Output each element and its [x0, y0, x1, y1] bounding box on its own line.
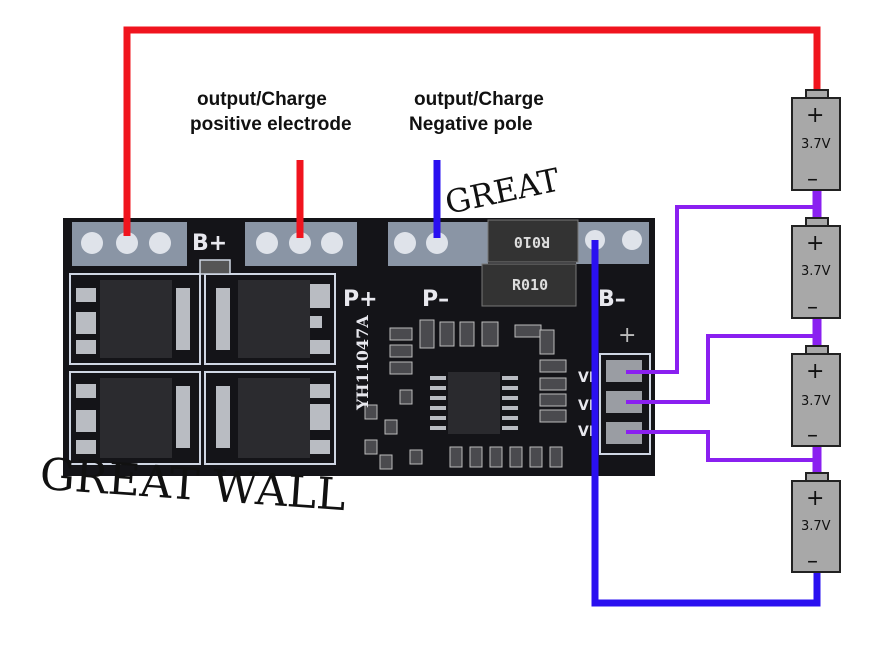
small-resistor	[199, 259, 231, 275]
balance-pad-3	[606, 422, 642, 444]
svg-text:+: +	[806, 103, 824, 128]
svg-text:–: –	[807, 423, 818, 448]
shunt-resistor-2: R010	[481, 263, 577, 307]
balance-pad-2	[606, 391, 642, 413]
balance-label-1: VI	[578, 370, 594, 386]
silk-bminus: B–	[598, 287, 626, 312]
svg-text:–: –	[807, 167, 818, 192]
balance-label-2: VI	[578, 398, 594, 414]
balance-wire-2	[626, 334, 817, 404]
cross-marker: +	[618, 323, 636, 348]
battery-3: + 3.7V –	[791, 345, 841, 448]
watermark-great: GREAT	[442, 160, 564, 221]
svg-text:+: +	[806, 359, 824, 384]
protection-ic	[448, 372, 500, 434]
negative-label-line1: output/Charge	[414, 89, 544, 110]
svg-text:3.7V: 3.7V	[801, 264, 831, 279]
positive-label-line1: output/Charge	[197, 89, 327, 110]
balance-wire-1	[626, 205, 817, 374]
bms-board: R010 R010 VI VI VI + B+ P+ P– B– YH	[63, 218, 655, 476]
balance-wire-3	[626, 430, 817, 462]
svg-text:3.7V: 3.7V	[801, 137, 831, 152]
shunt-resistor-1: R010	[487, 219, 579, 263]
positive-main-wire	[123, 26, 821, 236]
silk-bplus: B+	[192, 231, 227, 256]
smd-components	[364, 319, 567, 470]
ic-pins	[430, 376, 518, 430]
silk-pminus: P–	[422, 287, 449, 312]
battery-2: + 3.7V –	[791, 217, 841, 320]
svg-text:–: –	[807, 295, 818, 320]
negative-label-line2: Negative pole	[409, 114, 533, 135]
negative-main-wire	[591, 240, 821, 607]
wiring	[123, 26, 822, 607]
silk-pplus: P+	[343, 287, 378, 312]
svg-text:3.7V: 3.7V	[801, 394, 831, 409]
silk-model: YH11047A	[353, 315, 372, 411]
svg-text:+: +	[806, 486, 824, 511]
balance-pad-1	[606, 360, 642, 382]
balance-label-3: VI	[578, 424, 594, 440]
svg-text:–: –	[807, 549, 818, 574]
battery-1: + 3.7V –	[791, 89, 841, 192]
svg-text:3.7V: 3.7V	[801, 519, 831, 534]
mosfets	[69, 273, 336, 465]
svg-text:+: +	[806, 231, 824, 256]
svg-text:R010: R010	[512, 276, 548, 294]
terminal-bminus	[576, 222, 649, 264]
battery-4: + 3.7V –	[791, 472, 841, 574]
svg-text:R010: R010	[514, 233, 550, 251]
positive-label-line2: positive electrode	[190, 114, 352, 135]
